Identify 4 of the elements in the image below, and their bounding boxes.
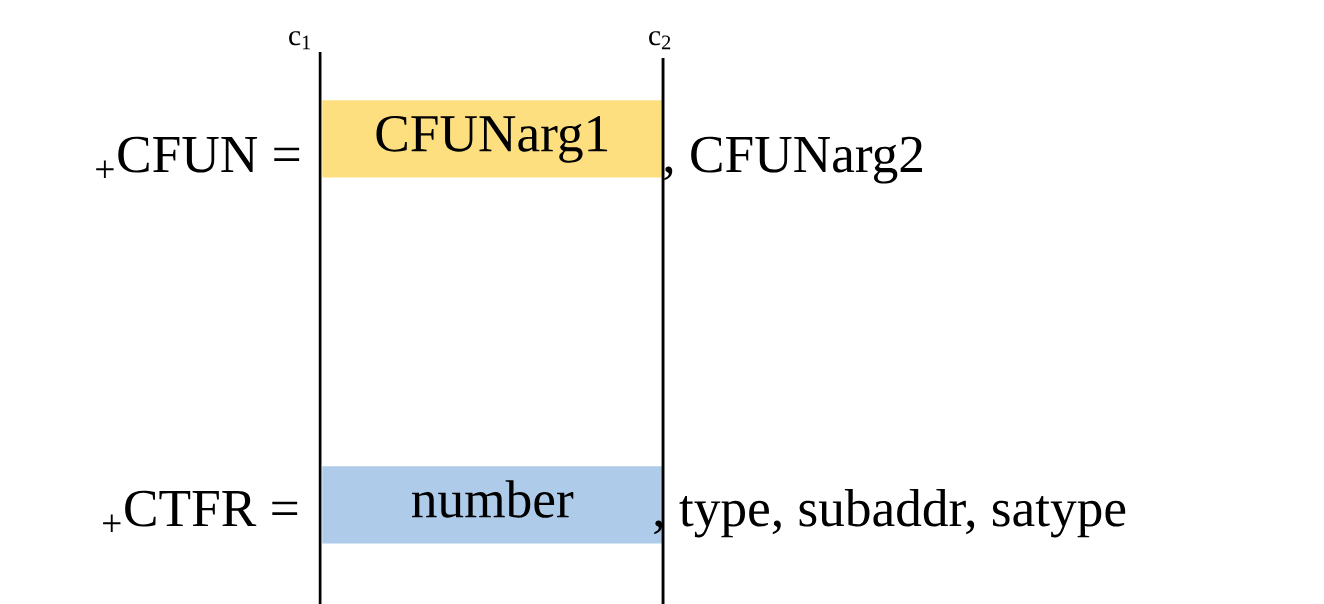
column-label: c$_{1}$ (289, 31, 311, 50)
argument-text: , type, subaddr, satype (654, 489, 1126, 538)
highlight-box: CFUNarg1 (322, 100, 663, 178)
column-label: c$_{2}$ (649, 31, 671, 50)
